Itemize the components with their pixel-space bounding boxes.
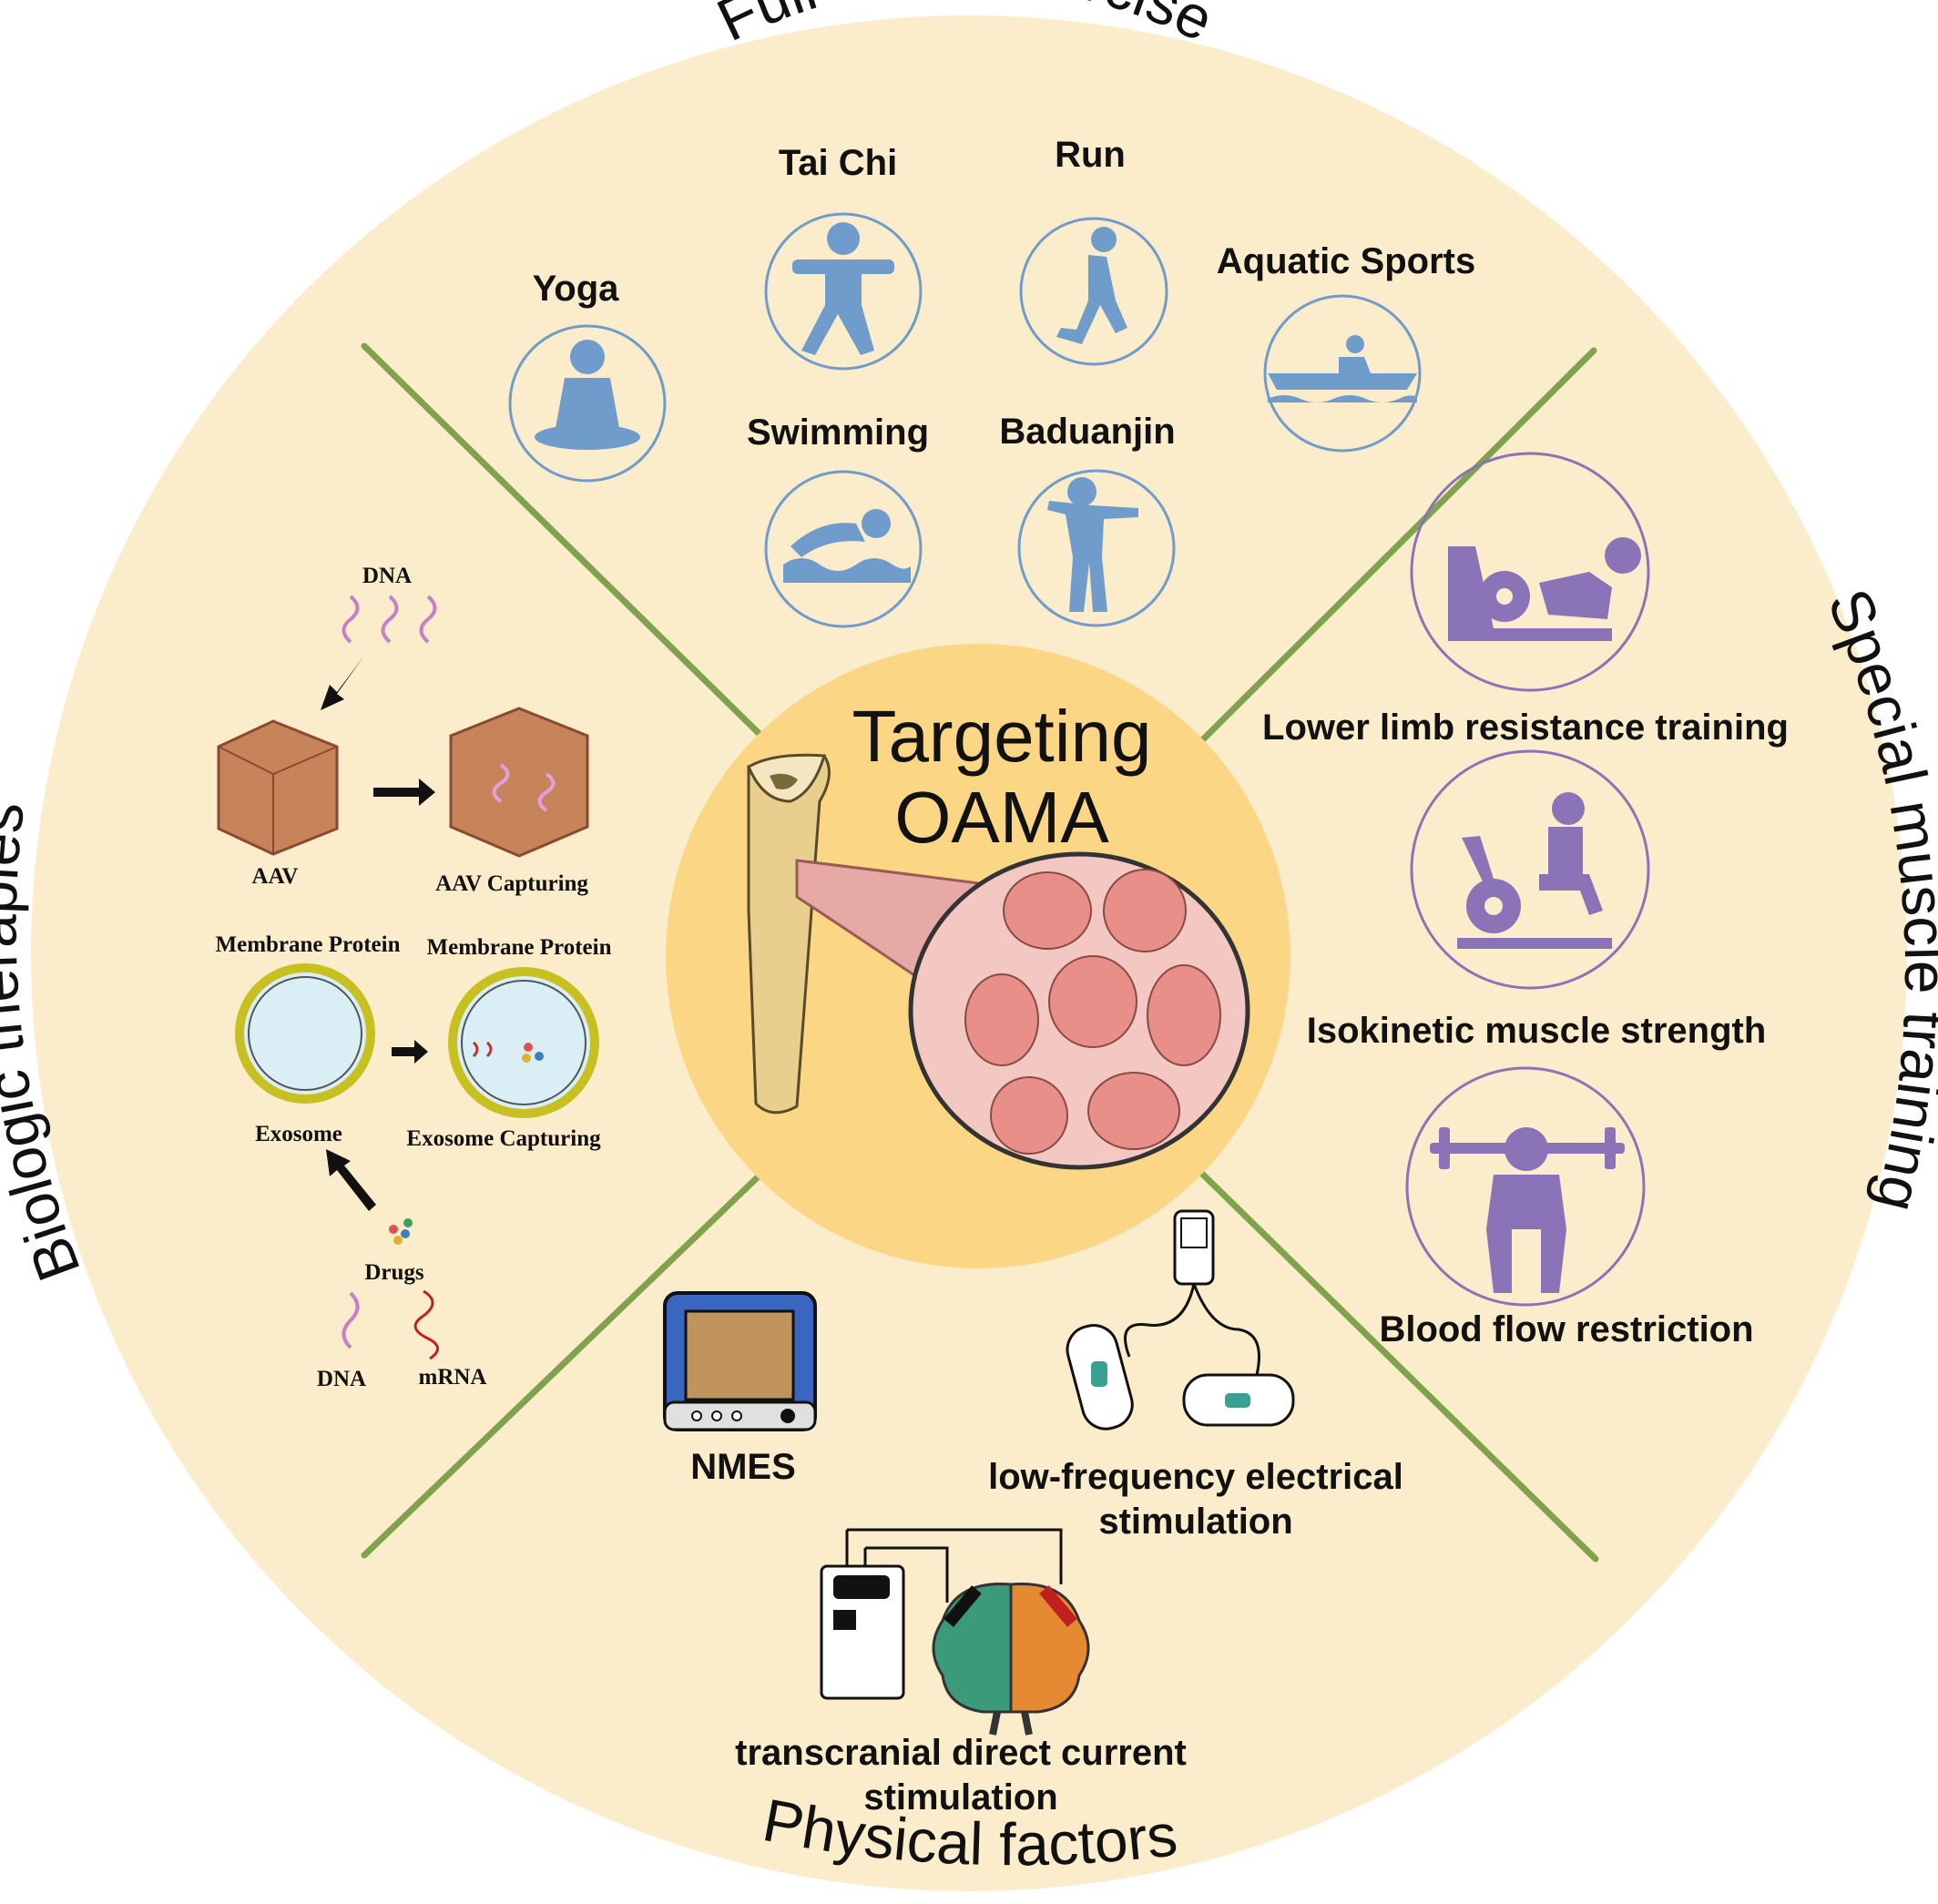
- divider-top-left: [361, 342, 767, 741]
- exercise-baduanjin: Baduanjin: [999, 412, 1176, 627]
- label-exosome: Exosome: [255, 1122, 342, 1146]
- label-exosome-capturing: Exosome Capturing: [406, 1126, 601, 1151]
- swimming-icon: [783, 509, 911, 583]
- divider-bottom-right: [1195, 1166, 1599, 1563]
- electrical-stimulator-icon: [1066, 1209, 1295, 1431]
- label-bfr: Blood flow restriction: [1379, 1309, 1753, 1349]
- training-lower-limb: Lower limb resistance training: [1262, 452, 1789, 748]
- exercise-swimming: Swimming: [747, 412, 929, 628]
- leg-press-icon: [1448, 537, 1641, 641]
- mrna-icon: [413, 1289, 439, 1360]
- label-mrna: mRNA: [419, 1365, 487, 1390]
- exercise-bike-icon: [1457, 792, 1612, 949]
- exercise-aquatic: Aquatic Sports: [1217, 241, 1475, 453]
- tdcs-device-icon: [820, 1528, 1063, 1700]
- label-nmes: NMES: [690, 1447, 796, 1487]
- biologic-aav: DNA AAV AAV Capturing: [217, 564, 589, 896]
- label-tdcs-line1: transcranial direct current: [735, 1733, 1187, 1773]
- bone-icon: [747, 754, 831, 1115]
- drug-molecules-icon: [389, 1218, 413, 1245]
- label-aquatic: Aquatic Sports: [1217, 241, 1475, 281]
- exercise-run: Run: [1019, 135, 1168, 366]
- label-lfes-line1: low-frequency electrical: [988, 1457, 1403, 1497]
- muscle-illustration: [747, 753, 1250, 1170]
- label-lower-limb: Lower limb resistance training: [1262, 708, 1789, 748]
- exosome-capturing-icon: [448, 967, 599, 1118]
- physical-nmes: NMES: [663, 1291, 817, 1487]
- squat-barbell-icon: [1430, 1127, 1625, 1293]
- label-lfes-line2: stimulation: [1098, 1502, 1292, 1542]
- label-tdcs-line2: stimulation: [863, 1777, 1057, 1817]
- training-bfr: Blood flow restriction: [1379, 1066, 1754, 1349]
- divider-bottom-left: [361, 1166, 769, 1559]
- label-yoga: Yoga: [533, 269, 620, 309]
- nmes-device-icon: [663, 1291, 817, 1431]
- label-tai-chi: Tai Chi: [779, 143, 897, 183]
- exosome-icon: [235, 963, 375, 1104]
- label-aav: AAV: [252, 864, 299, 889]
- center-title-line1: Targeting: [852, 696, 1151, 777]
- biologic-exosome: Membrane Protein Membrane Protein Exosom…: [216, 932, 612, 1391]
- yoga-icon: [535, 340, 640, 450]
- aav-capsid-icon: [217, 719, 339, 856]
- label-isokinetic: Isokinetic muscle strength: [1307, 1011, 1767, 1051]
- run-icon: [1056, 227, 1127, 344]
- aav-capturing-icon: [449, 707, 589, 858]
- dna-strands-icon: [342, 595, 437, 644]
- label-run: Run: [1055, 135, 1126, 175]
- rowing-icon: [1268, 335, 1417, 402]
- brain-icon: [932, 1583, 1090, 1736]
- training-isokinetic: Isokinetic muscle strength: [1307, 749, 1767, 1051]
- tai-chi-icon: [792, 222, 894, 355]
- arrow-drugs-to-exosome: [326, 1149, 376, 1211]
- baduanjin-icon: [1047, 477, 1138, 612]
- physical-tdcs: transcranial direct current stimulation: [735, 1528, 1187, 1817]
- quadrant-dividers: [361, 342, 1599, 1563]
- label-membrane-protein-1: Membrane Protein: [216, 932, 401, 957]
- arrow-dna-to-aav: [321, 656, 364, 710]
- divider-top-right: [1197, 347, 1597, 746]
- center-title-line2: OAMA: [894, 777, 1109, 858]
- physical-lfes: low-frequency electrical stimulation: [988, 1209, 1403, 1542]
- label-aav-capturing: AAV Capturing: [435, 871, 588, 896]
- dna-bottom-icon: [342, 1291, 360, 1349]
- label-swimming: Swimming: [747, 412, 929, 453]
- label-dna-top: DNA: [362, 564, 412, 588]
- label-membrane-protein-2: Membrane Protein: [427, 935, 612, 960]
- arrow-aav-to-capturing: [373, 779, 435, 806]
- arrow-exosome-to-capturing: [392, 1040, 428, 1064]
- label-baduanjin: Baduanjin: [999, 412, 1175, 452]
- label-drugs: Drugs: [364, 1260, 424, 1285]
- exercise-tai-chi: Tai Chi: [764, 143, 923, 371]
- exercise-yoga: Yoga: [508, 269, 667, 483]
- label-dna-bottom: DNA: [317, 1367, 366, 1391]
